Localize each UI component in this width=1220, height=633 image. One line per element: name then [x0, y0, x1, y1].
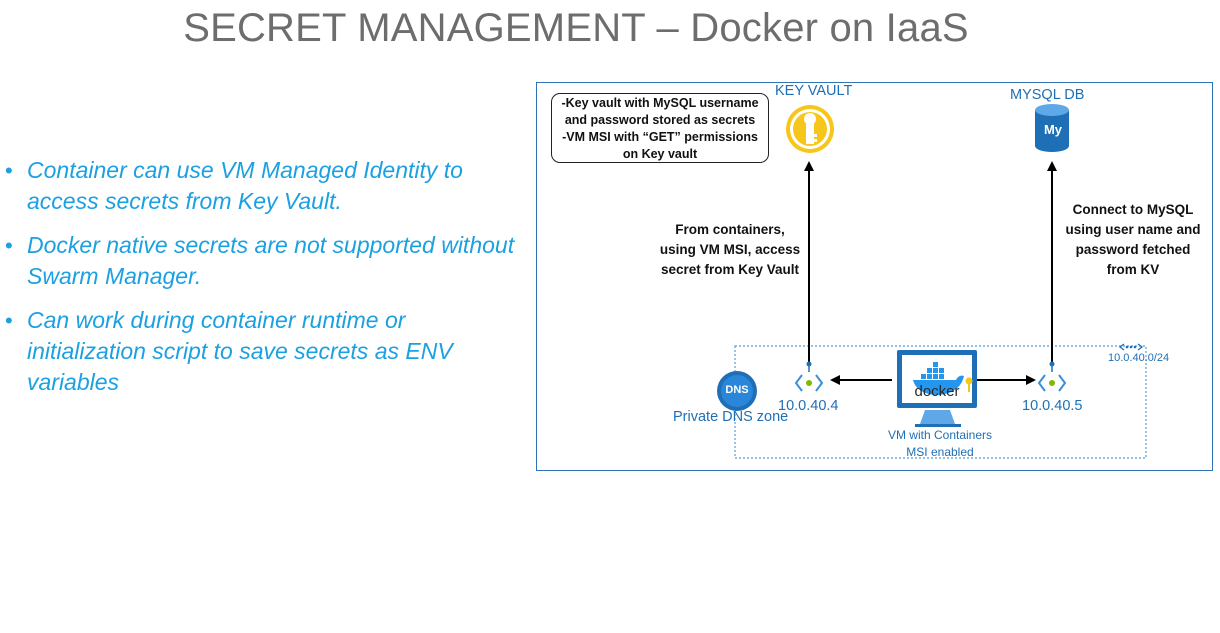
info-note-box: -Key vault with MySQL username and passw… — [551, 93, 769, 163]
private-endpoint-right-icon — [1037, 361, 1067, 392]
mysql-icon-text: My — [1043, 122, 1063, 137]
bullet-item: Can work during container runtime or ini… — [0, 305, 525, 398]
key-vault-icon — [786, 105, 834, 153]
dns-zone-label: Private DNS zone — [673, 409, 789, 425]
vm-docker-icon — [897, 350, 977, 427]
note-line: -Key vault with MySQL username — [561, 96, 759, 110]
annotation-line: Connect to MySQL — [1072, 202, 1194, 217]
mysql-db-icon — [1035, 104, 1069, 152]
bullet-item: Docker native secrets are not supported … — [0, 230, 525, 292]
bullet-list: Container can use VM Managed Identity to… — [0, 155, 525, 411]
annotation-line: From containers, — [675, 222, 785, 237]
subnet-icon — [1118, 343, 1144, 351]
docker-logo-text: docker — [914, 383, 960, 400]
note-line: and password stored as secrets — [564, 113, 756, 127]
slide-title: SECRET MANAGEMENT – Docker on IaaS — [183, 6, 969, 50]
annotation-line: password fetched — [1075, 242, 1191, 257]
right-endpoint-ip: 10.0.40.5 — [1022, 398, 1083, 414]
annotation-line: using VM MSI, access — [659, 242, 801, 257]
vm-label-line: MSI enabled — [906, 445, 974, 459]
vm-label: VM with Containers MSI enabled — [874, 427, 1006, 461]
bullet-item: Container can use VM Managed Identity to… — [0, 155, 525, 217]
annotation-line: from KV — [1106, 262, 1160, 277]
left-endpoint-ip: 10.0.40.4 — [778, 398, 839, 414]
left-annotation: From containers, using VM MSI, access se… — [650, 220, 810, 280]
note-line: on Key vault — [622, 147, 698, 161]
annotation-line: secret from Key Vault — [660, 262, 800, 277]
dns-zone-icon — [717, 371, 757, 411]
subnet-cidr-label: 10.0.40.0/24 — [1108, 352, 1170, 364]
vm-label-line: VM with Containers — [887, 428, 993, 442]
dns-icon-text: DNS — [725, 384, 749, 396]
right-annotation: Connect to MySQL using user name and pas… — [1058, 200, 1208, 280]
note-line: -VM MSI with “GET” permissions — [562, 130, 758, 144]
mysql-db-label: MYSQL DB — [1010, 87, 1085, 103]
key-vault-label: KEY VAULT — [775, 83, 853, 99]
private-endpoint-left-icon — [794, 361, 824, 392]
annotation-line: using user name and — [1065, 222, 1201, 237]
